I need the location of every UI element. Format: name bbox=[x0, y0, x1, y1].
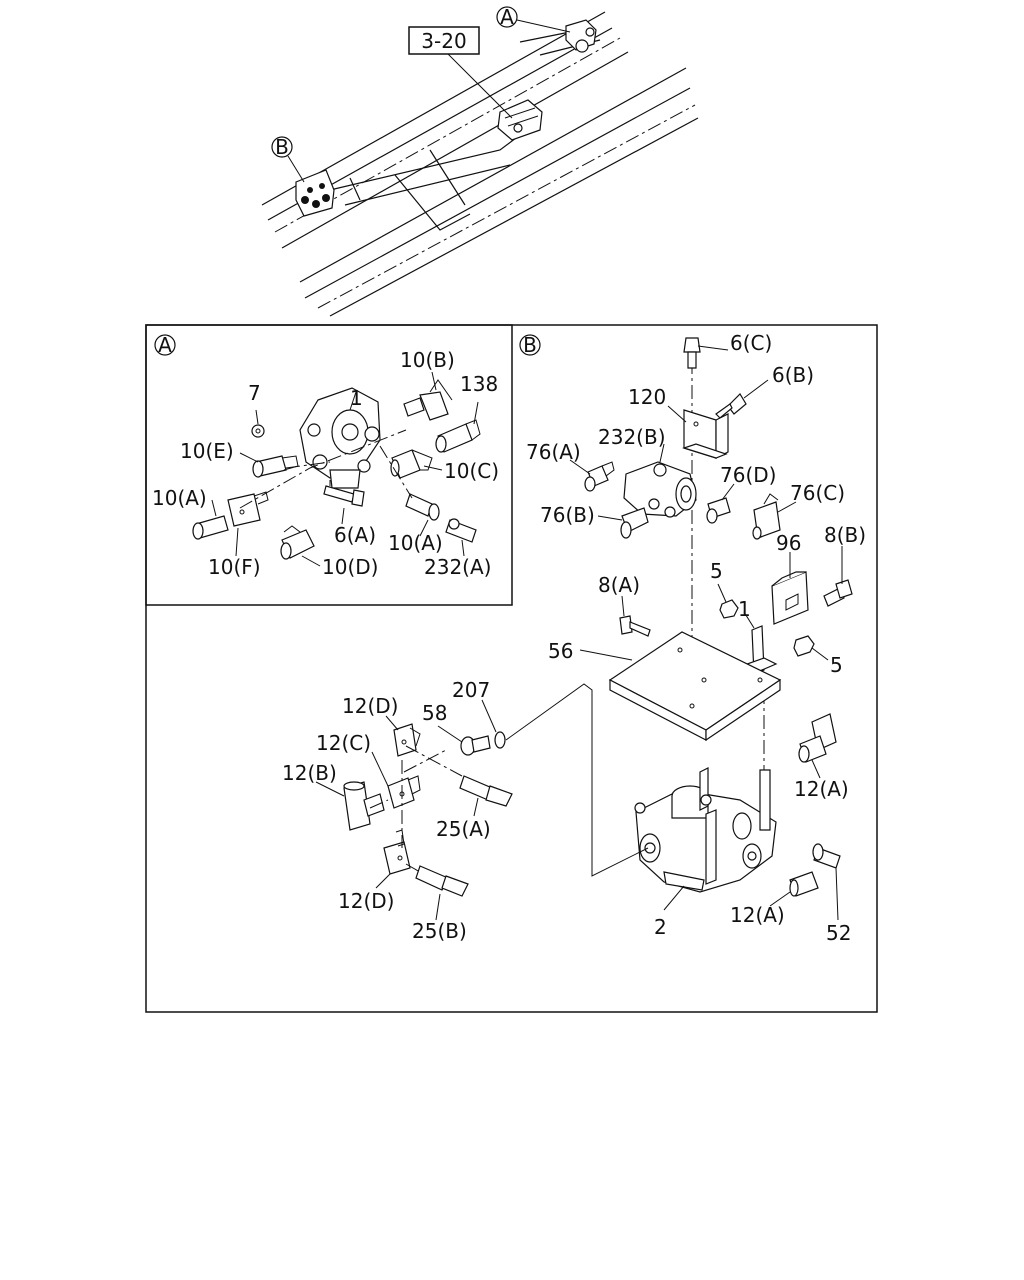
fitting-10d bbox=[280, 525, 315, 560]
callout-a-label: A bbox=[500, 5, 514, 29]
fitting-10a-left bbox=[192, 515, 229, 540]
relay-valve-2 bbox=[634, 767, 777, 893]
label-12b: 12(B) bbox=[282, 761, 337, 785]
label-12c: 12(C) bbox=[316, 731, 371, 755]
label-10b: 10(B) bbox=[400, 348, 455, 372]
label-232b: 232(B) bbox=[598, 425, 666, 449]
label-232a: 232(A) bbox=[424, 555, 491, 579]
label-6b: 6(B) bbox=[772, 363, 814, 387]
panel-b: B bbox=[282, 331, 866, 945]
bolt-6a bbox=[323, 485, 365, 507]
label-8b: 8(B) bbox=[824, 523, 866, 547]
label-56: 56 bbox=[548, 639, 573, 663]
label-76b: 76(B) bbox=[540, 503, 595, 527]
label-10f: 10(F) bbox=[208, 555, 261, 579]
label-10c: 10(C) bbox=[444, 459, 499, 483]
overview-assembly-b bbox=[295, 169, 335, 217]
bolt-8b bbox=[823, 579, 853, 607]
label-25b: 25(B) bbox=[412, 919, 467, 943]
reference-box[interactable] bbox=[408, 26, 480, 55]
label-120: 120 bbox=[628, 385, 666, 409]
fitting-232a bbox=[445, 518, 477, 543]
label-76a: 76(A) bbox=[526, 440, 581, 464]
label-12d-bottom: 12(D) bbox=[338, 889, 394, 913]
label-5-right: 5 bbox=[830, 653, 843, 677]
fitting-52 bbox=[812, 843, 841, 869]
label-138: 138 bbox=[460, 372, 498, 396]
frame-overview: A B 3-20 bbox=[261, 5, 699, 317]
label-5-top: 5 bbox=[710, 559, 723, 583]
fitting-76c bbox=[752, 493, 781, 540]
fitting-10e bbox=[252, 455, 299, 478]
bracket-96 bbox=[771, 571, 809, 625]
label-10e: 10(E) bbox=[180, 439, 234, 463]
label-12a-bottom: 12(A) bbox=[730, 903, 785, 927]
label-8a: 8(A) bbox=[598, 573, 640, 597]
panel-a-letter: A bbox=[158, 333, 172, 357]
fitting-76d bbox=[706, 497, 731, 524]
label-58: 58 bbox=[422, 701, 447, 725]
callout-b-circle bbox=[271, 136, 293, 158]
nut-5-top bbox=[719, 599, 739, 619]
label-52: 52 bbox=[826, 921, 851, 945]
bolt-8a bbox=[619, 615, 651, 637]
sensor-25b bbox=[415, 865, 469, 897]
label-96: 96 bbox=[776, 531, 801, 555]
bracket-120 bbox=[682, 409, 729, 459]
fitting-12b bbox=[343, 781, 385, 831]
bolt-6b bbox=[715, 393, 747, 419]
label-1-a: 1 bbox=[350, 386, 363, 410]
sensor-25a bbox=[459, 775, 513, 807]
label-12d-top: 12(D) bbox=[342, 694, 398, 718]
fitting-12a-top bbox=[798, 713, 837, 763]
label-10a-left: 10(A) bbox=[152, 486, 207, 510]
fitting-76b bbox=[620, 507, 649, 539]
overview-assembly-a bbox=[565, 19, 597, 53]
fitting-10a-right bbox=[405, 493, 440, 521]
fitting-10c bbox=[390, 449, 433, 479]
washer-207 bbox=[494, 731, 506, 749]
label-7: 7 bbox=[248, 381, 261, 405]
label-2: 2 bbox=[654, 915, 667, 939]
panel-a-frame bbox=[145, 324, 513, 606]
fitting-12a-bottom bbox=[789, 871, 819, 897]
callout-a-circle bbox=[496, 6, 518, 28]
label-10a-right: 10(A) bbox=[388, 531, 443, 555]
callout-b-label: B bbox=[275, 135, 289, 159]
plug-58 bbox=[460, 735, 491, 756]
label-25a: 25(A) bbox=[436, 817, 491, 841]
fitting-12c bbox=[387, 775, 421, 809]
label-76d: 76(D) bbox=[720, 463, 776, 487]
label-76c: 76(C) bbox=[790, 481, 845, 505]
panel-b-letter: B bbox=[523, 333, 537, 357]
washer-7 bbox=[251, 424, 265, 438]
label-6c: 6(C) bbox=[730, 331, 772, 355]
valve-1 bbox=[299, 387, 381, 489]
bolt-6c bbox=[683, 337, 701, 369]
fitting-10f bbox=[227, 491, 269, 527]
fitting-76a bbox=[584, 461, 615, 492]
label-1-b: 1 bbox=[738, 597, 751, 621]
label-207: 207 bbox=[452, 678, 490, 702]
plate-56 bbox=[608, 631, 782, 742]
panel-a: A bbox=[152, 333, 499, 579]
label-12a-top: 12(A) bbox=[794, 777, 849, 801]
label-10d: 10(D) bbox=[322, 555, 378, 579]
reference-box-label[interactable]: 3-20 bbox=[421, 29, 466, 53]
valve-232b bbox=[623, 461, 697, 518]
fitting-10b bbox=[403, 379, 453, 421]
fitting-138 bbox=[435, 419, 481, 453]
nut-5-right bbox=[793, 635, 815, 657]
label-6a: 6(A) bbox=[334, 523, 376, 547]
overview-assembly-center bbox=[497, 99, 543, 141]
fitting-12d-bottom bbox=[383, 829, 411, 875]
